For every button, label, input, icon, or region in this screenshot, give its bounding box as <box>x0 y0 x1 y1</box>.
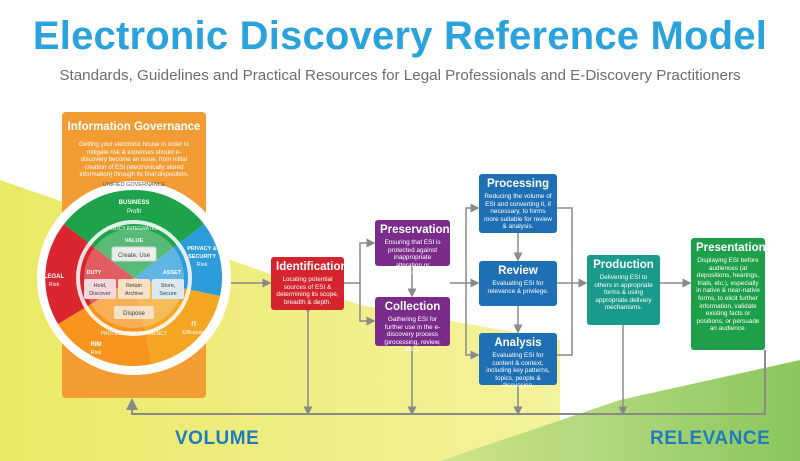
legal-label: LEGAL <box>44 274 65 280</box>
rim-label: RIM <box>91 342 102 348</box>
identification-box[interactable]: Identification Locating potential source… <box>271 257 348 310</box>
legal-sub: Risk <box>49 282 60 288</box>
store-secure-1: Store, <box>161 283 176 289</box>
store-secure-2: Secure <box>159 291 176 297</box>
collection-box[interactable]: Collection Gathering ESI for further use… <box>375 297 450 353</box>
asset-label: ASSET <box>163 270 182 276</box>
review-box[interactable]: Review Evaluating ESI for relevance & pr… <box>479 261 557 306</box>
it-segment <box>134 278 220 364</box>
hold-discover-2: Discover <box>89 291 111 297</box>
preservation-box[interactable]: Preservation Ensuring that ESI is protec… <box>375 220 450 276</box>
rim-segment <box>58 278 152 367</box>
retain-archive-2: Archive <box>125 291 143 297</box>
rim-sub: Risk <box>91 350 102 356</box>
retain-archive-1: Retain <box>126 283 142 289</box>
production-box[interactable]: Production Delivering ESI to others in a… <box>587 255 660 325</box>
review-title: Review <box>498 265 538 277</box>
presentation-box[interactable]: Presentation Displaying ESI before audie… <box>691 238 766 350</box>
ring-process-transparency: PROCESS TRANSPARENCY <box>101 331 168 337</box>
processing-title: Processing <box>487 178 549 190</box>
processing-box[interactable]: Processing Reducing the volume of ESI an… <box>479 174 557 233</box>
ring-policy-integration: POLICY INTEGRATION <box>107 226 161 232</box>
analysis-box[interactable]: Analysis Evaluating ESI for content & co… <box>479 333 557 389</box>
privacy-label-2: SECURITY <box>188 254 216 260</box>
presentation-desc: Displaying ESI before audiences (at depo… <box>696 257 760 333</box>
analysis-title: Analysis <box>494 337 542 349</box>
privacy-sub: Risk <box>197 262 208 268</box>
page-subtitle: Standards, Guidelines and Practical Reso… <box>59 67 741 84</box>
duty-label: DUTY <box>87 270 102 276</box>
ring-unified-governance: UNIFIED GOVERNANCE <box>103 182 166 188</box>
identification-title: Identification <box>276 261 348 273</box>
business-label: BUSINESS <box>119 200 150 206</box>
value-label: VALUE <box>125 238 144 244</box>
governance-wheel: UNIFIED GOVERNANCE POLICY INTEGRATION PR… <box>37 181 231 375</box>
preservation-title: Preservation <box>380 224 450 236</box>
collection-desc: Gathering ESI for further use in the e-d… <box>384 316 441 354</box>
information-governance-title: Information Governance <box>67 121 201 133</box>
business-sub: Profit <box>127 209 141 215</box>
collection-title: Collection <box>384 301 441 313</box>
production-desc: Delivering ESI to others in appropriate … <box>594 274 653 312</box>
page-title: Electronic Discovery Reference Model <box>32 14 768 58</box>
preservation-desc: Ensuring that ESI is protected against i… <box>384 239 441 277</box>
it-label: IT <box>191 322 197 328</box>
privacy-label: PRIVACY & <box>187 246 216 252</box>
volume-label: VOLUME <box>175 428 260 449</box>
production-title: Production <box>593 259 654 271</box>
information-governance-description: Getting your electronic house in order t… <box>78 141 190 179</box>
review-desc: Evaluating ESI for relevance & privilege… <box>487 280 549 295</box>
presentation-title: Presentation <box>696 242 766 254</box>
dispose-label: Dispose <box>123 311 145 317</box>
hold-discover-1: Hold, <box>94 283 107 289</box>
it-sub: Efficiency <box>182 330 206 336</box>
processing-desc: Reducing the volume of ESI and convertin… <box>484 193 552 231</box>
privacy-segment <box>134 224 223 296</box>
identification-desc: Locating potential sources of ESI & dete… <box>276 276 339 306</box>
legal-segment <box>45 224 134 324</box>
relevance-label: RELEVANCE <box>650 428 771 449</box>
create-use-label: Create, Use <box>118 253 151 259</box>
analysis-desc: Evaluating ESI for content & context, in… <box>486 352 550 390</box>
loop-line <box>126 350 766 415</box>
